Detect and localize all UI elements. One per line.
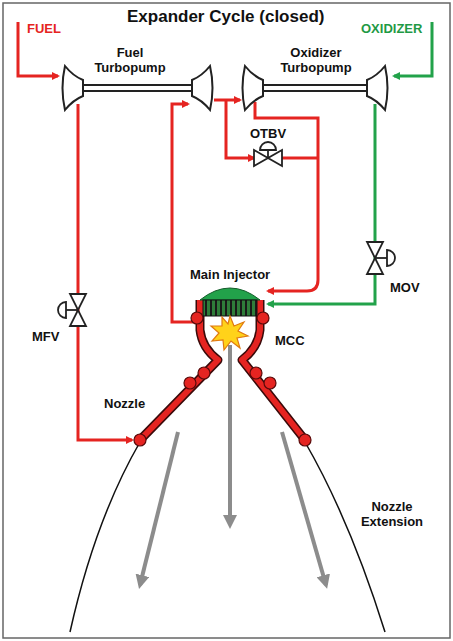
thrust-chamber [140,300,305,440]
part-label: Nozzle [104,397,145,412]
diagram-title: Expander Cycle (closed) [127,7,324,27]
exhaust-arrows [140,345,326,585]
nozzle-extension [70,442,385,632]
valve-label: OTBV [250,127,286,142]
part-label: MCC [275,334,305,349]
part-label: Main Injector [190,268,270,283]
part-label: Fuel Turbopump [90,46,170,76]
manifold-rings [134,312,311,446]
combustion-flame [211,316,248,350]
valve-label: MOV [390,281,420,296]
valve-label: MFV [32,330,59,345]
frame [3,3,450,638]
flow-label: OXIDIZER [361,22,422,37]
flow-label: FUEL [27,22,61,37]
valves [58,142,395,326]
injector-dome [200,288,260,300]
oxidizer-lines [268,22,432,304]
part-label: Oxidizer Turbopump [276,46,356,76]
injector-face [203,300,257,316]
part-label: Nozzle Extension [352,500,432,530]
